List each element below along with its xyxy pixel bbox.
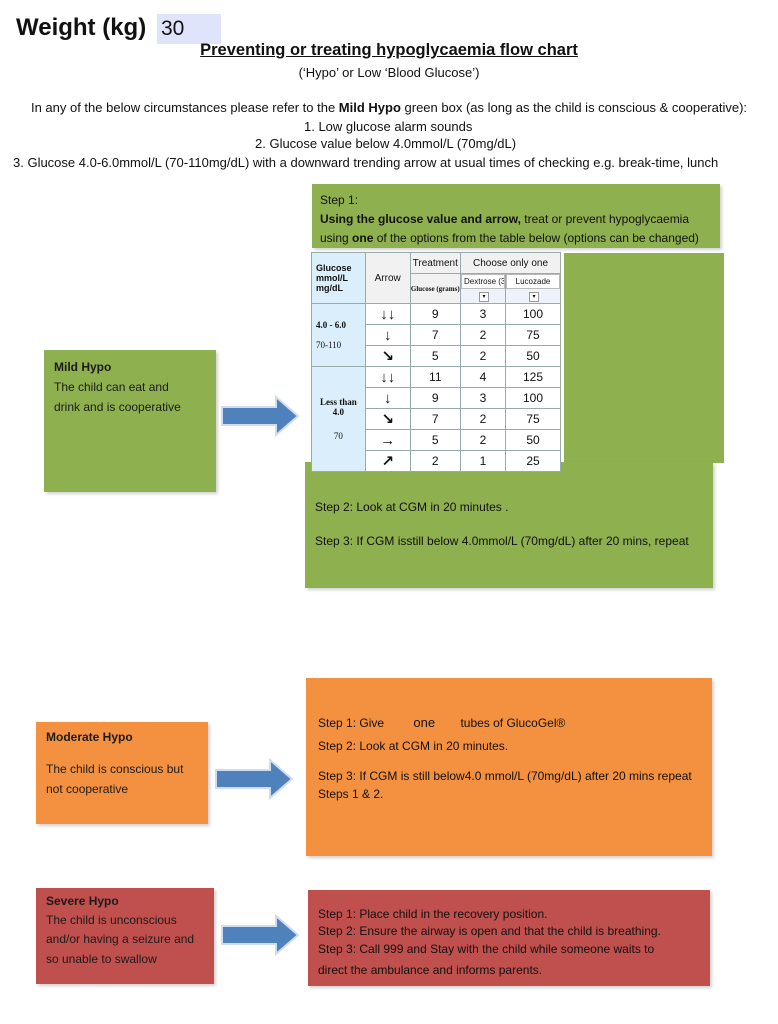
row-dextrose: 3 bbox=[460, 387, 506, 409]
mild-step2: Step 2: Look at CGM in 20 minutes . bbox=[315, 500, 509, 514]
row-grams: 5 bbox=[409, 429, 462, 451]
row-lucozade: 75 bbox=[505, 324, 561, 346]
lucozade-select-value: Lucozade bbox=[506, 274, 560, 289]
moderate-step1-c: tubes of GlucoGel® bbox=[460, 716, 566, 730]
row-arrow: ↓ bbox=[364, 324, 411, 346]
header-choose: Choose only one bbox=[460, 252, 561, 274]
row-arrow: ↘ bbox=[364, 345, 411, 367]
mild-step1-line2b: one bbox=[352, 231, 374, 245]
mild-hypo-title: Mild Hypo bbox=[54, 360, 112, 374]
row-lucozade: 50 bbox=[505, 429, 561, 451]
chevron-down-icon[interactable]: ▾ bbox=[479, 292, 489, 303]
severe-steps-box: Step 1: Place child in the recovery posi… bbox=[308, 890, 710, 986]
header-treatment-sub: Glucose (grams) bbox=[409, 273, 462, 304]
weight-label: Weight (kg) bbox=[16, 14, 147, 41]
mild-arrow-icon bbox=[221, 395, 300, 437]
row-lucozade: 125 bbox=[505, 366, 561, 388]
mild-step1-line2a: using bbox=[320, 231, 353, 245]
row-grams: 9 bbox=[409, 387, 462, 409]
row-grams: 5 bbox=[409, 345, 462, 367]
moderate-hypo-title: Moderate Hypo bbox=[46, 730, 133, 744]
severe-step3: Step 3: Call 999 and Stay with the child… bbox=[318, 941, 655, 956]
moderate-step3b: Steps 1 & 2. bbox=[318, 786, 384, 801]
row-dextrose: 2 bbox=[460, 408, 506, 430]
intro-text: In any of the below circumstances please… bbox=[0, 100, 778, 115]
row-lucozade: 100 bbox=[505, 387, 561, 409]
header-arrow: Arrow bbox=[364, 252, 411, 304]
moderate-arrow-icon bbox=[215, 758, 294, 800]
severe-hypo-text: The child is unconscious and/or having a… bbox=[46, 913, 195, 966]
header-treatment: Treatment bbox=[409, 252, 462, 274]
severe-step1: Step 1: Place child in the recovery posi… bbox=[318, 907, 548, 921]
condition-3: 3. Glucose 4.0-6.0mmol/L (70-110mg/dL) w… bbox=[13, 155, 719, 170]
row-lucozade: 25 bbox=[505, 450, 561, 472]
row-dextrose: 3 bbox=[460, 303, 506, 325]
moderate-step2: Step 2: Look at CGM in 20 minutes. bbox=[318, 738, 509, 753]
page-subtitle: (‘Hypo’ or Low ‘Blood Glucose’) bbox=[298, 65, 480, 80]
severe-hypo-box: Severe Hypo The child is unconscious and… bbox=[36, 888, 214, 984]
row-lucozade: 50 bbox=[505, 345, 561, 367]
mild-steps-box: Step 2: Look at CGM in 20 minutes . Step… bbox=[305, 462, 713, 588]
glucogel-count-field[interactable]: one bbox=[413, 715, 436, 730]
row-grams: 2 bbox=[409, 450, 462, 472]
mild-step1-bold: Using the glucose value and arrow, bbox=[320, 212, 521, 226]
row-arrow: ↓ bbox=[364, 387, 411, 409]
row-grams: 11 bbox=[409, 366, 462, 388]
severe-step3b: direct the ambulance and informs parents… bbox=[318, 963, 543, 978]
page-title: Preventing or treating hypoglycaemia flo… bbox=[200, 41, 578, 59]
row-grams: 7 bbox=[409, 324, 462, 346]
mild-step1-line2c: of the options from the table below (opt… bbox=[373, 231, 699, 245]
row-arrow: → bbox=[364, 429, 411, 451]
intro-bold: Mild Hypo bbox=[338, 100, 401, 115]
row-grams: 7 bbox=[409, 408, 462, 430]
row-dextrose: 4 bbox=[460, 366, 506, 388]
severe-arrow-icon bbox=[221, 914, 300, 956]
moderate-hypo-text: The child is conscious but not cooperati… bbox=[46, 761, 184, 796]
group2-mgdl: 70 bbox=[333, 431, 343, 441]
mild-step1-box: Step 1: Using the glucose value and arro… bbox=[312, 184, 720, 248]
lucozade-select[interactable]: Lucozade ▾ bbox=[505, 273, 561, 304]
mild-hypo-box: Mild Hypo The child can eat and drink an… bbox=[44, 350, 216, 492]
dextrose-select-value: Dextrose (3 bbox=[461, 274, 505, 289]
moderate-step3: Step 3: If CGM is still below4.0 mmol/L … bbox=[318, 768, 692, 783]
condition-1: 1. Low glucose alarm sounds bbox=[304, 119, 473, 134]
row-grams: 9 bbox=[409, 303, 462, 325]
row-dextrose: 2 bbox=[460, 324, 506, 346]
mild-hypo-text: The child can eat and drink and is coope… bbox=[54, 379, 181, 414]
row-dextrose: 2 bbox=[460, 429, 506, 451]
row-dextrose: 1 bbox=[460, 450, 506, 472]
mild-table-side-panel bbox=[564, 253, 724, 463]
header-glucose: Glucose mmol/L mg/dL bbox=[311, 252, 366, 304]
intro-suffix: green box (as long as the child is consc… bbox=[400, 100, 748, 115]
condition-2: 2. Glucose value below 4.0mmol/L (70mg/d… bbox=[255, 136, 517, 151]
row-lucozade: 75 bbox=[505, 408, 561, 430]
row-arrow: ↓↓ bbox=[364, 303, 411, 325]
group1-range: 4.0 - 6.0 bbox=[316, 320, 346, 330]
mild-step1-rest: treat or prevent hypoglycaemia bbox=[520, 212, 690, 226]
intro-prefix: In any of the below circumstances please… bbox=[30, 100, 339, 115]
group2-range: Less than 4.0 bbox=[320, 397, 357, 417]
row-arrow: ↓↓ bbox=[364, 366, 411, 388]
treatment-table: Glucose mmol/L mg/dL Arrow Treatment Cho… bbox=[311, 252, 561, 472]
moderate-step1-a: Step 1: Give bbox=[318, 716, 385, 730]
mild-step1-label: Step 1: bbox=[320, 193, 359, 207]
severe-hypo-title: Severe Hypo bbox=[46, 894, 119, 908]
group1-range-cell: 4.0 - 6.0 70-110 bbox=[311, 303, 366, 367]
severe-step2: Step 2: Ensure the airway is open and th… bbox=[318, 924, 661, 939]
group2-range-cell: Less than 4.0 70 bbox=[311, 366, 366, 472]
moderate-step1: Step 1: Give one tubes of GlucoGel® bbox=[318, 713, 700, 733]
weight-input[interactable]: 30 bbox=[157, 14, 221, 44]
chevron-down-icon[interactable]: ▾ bbox=[529, 292, 539, 303]
row-lucozade: 100 bbox=[505, 303, 561, 325]
group1-mgdl: 70-110 bbox=[316, 340, 342, 350]
moderate-steps-box: Step 1: Give one tubes of GlucoGel® Step… bbox=[306, 678, 712, 856]
dextrose-select[interactable]: Dextrose (3 ▾ bbox=[460, 273, 506, 304]
row-dextrose: 2 bbox=[460, 345, 506, 367]
row-arrow: ↘ bbox=[364, 408, 411, 430]
moderate-hypo-box: Moderate Hypo The child is conscious but… bbox=[36, 722, 208, 824]
row-arrow: ↗ bbox=[364, 450, 411, 472]
mild-step3: Step 3: If CGM isstill below 4.0mmol/L (… bbox=[315, 534, 689, 548]
